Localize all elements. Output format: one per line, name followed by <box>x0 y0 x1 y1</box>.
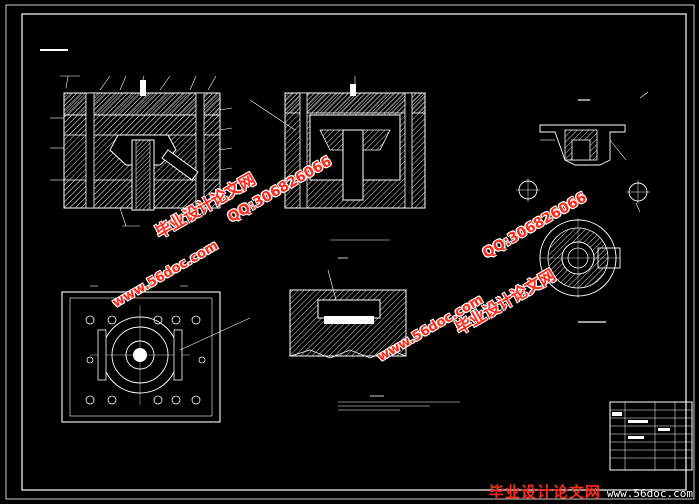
title-block <box>609 401 693 471</box>
technical-notes <box>338 395 460 411</box>
inner-frame <box>21 13 687 491</box>
circular-part-view <box>539 218 621 323</box>
corner-brand-text: 毕业设计论文网 <box>488 483 601 501</box>
corner-url-text: www.56doc.com <box>606 487 693 500</box>
plan-view <box>61 285 251 423</box>
main-assembly-section <box>50 75 233 227</box>
side-section <box>249 76 426 209</box>
outer-frame <box>5 4 695 500</box>
insert-section-view <box>289 257 407 359</box>
detail-view-top-right <box>516 91 650 213</box>
corner-logo: 毕业设计论文网 www.56doc.com <box>489 481 693 502</box>
